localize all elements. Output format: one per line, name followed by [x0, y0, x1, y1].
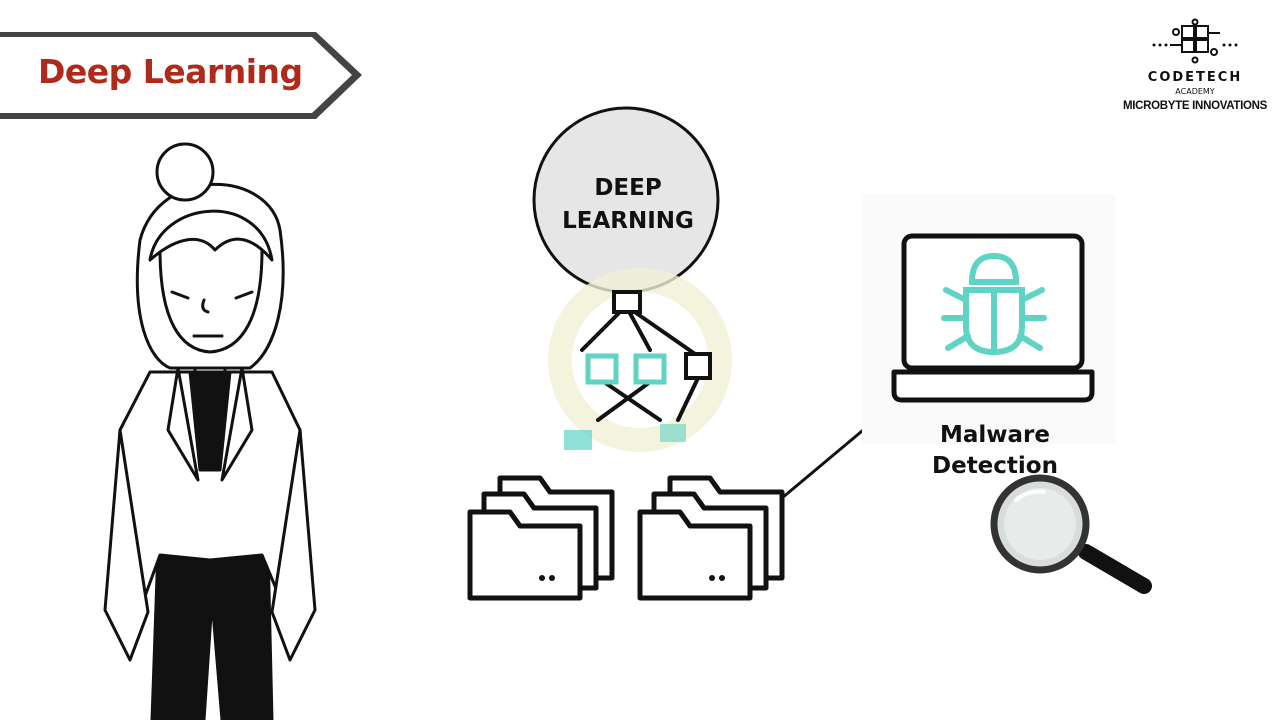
logo-company: MICROBYTE INNOVATIONS	[1122, 100, 1268, 112]
circuit-logo-icon	[1152, 18, 1238, 64]
brand-logo: CODETECH ACADEMY MICROBYTE INNOVATIONS	[1110, 18, 1280, 118]
circle-label-line2: LEARNING	[562, 208, 694, 234]
feature-label-line1: Malware	[939, 422, 1050, 448]
slide-title: Deep Learning	[38, 52, 303, 91]
malware-detection-label: Malware Detection	[905, 420, 1085, 482]
logo-name: CODETECH	[1147, 70, 1243, 85]
circle-label-line1: DEEP	[594, 175, 662, 201]
deep-learning-label: DEEP LEARNING	[538, 172, 718, 238]
bug-icon	[941, 252, 1047, 356]
logo-subtitle: ACADEMY	[1175, 87, 1215, 96]
neural-network-icon	[564, 290, 712, 450]
